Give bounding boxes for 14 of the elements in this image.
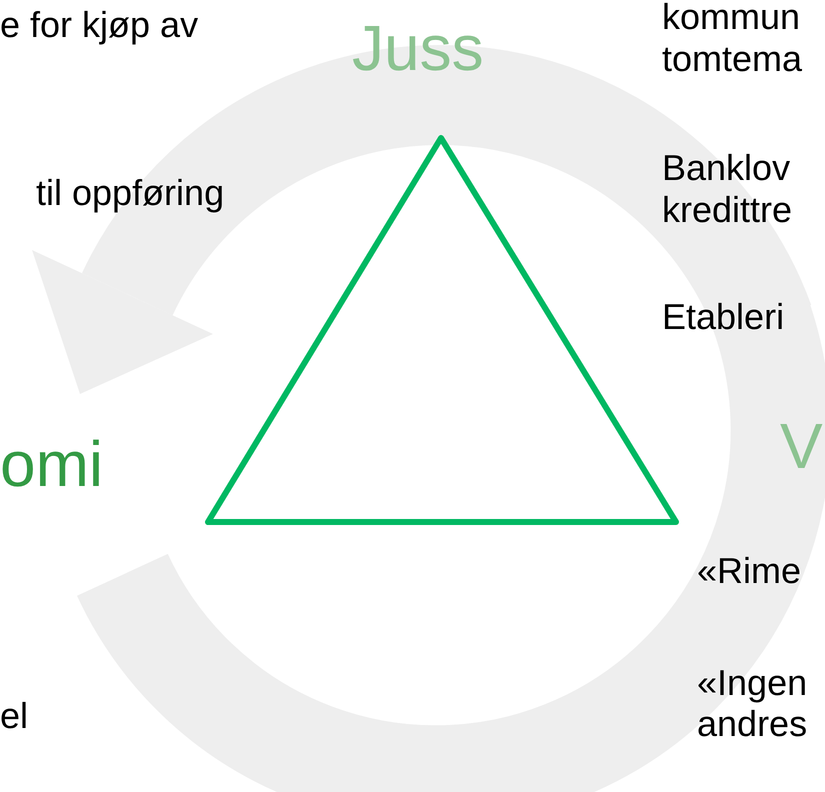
heading: Juss [352, 12, 484, 86]
body-text: Etableri [662, 296, 784, 338]
body-text: til oppføring [36, 172, 224, 214]
body-text: Banklov [662, 147, 790, 188]
heading: omi [0, 428, 104, 502]
body-text: kommun [662, 0, 800, 38]
body-text: andres [697, 703, 808, 744]
body-text: kredittre [662, 189, 792, 230]
body-text: tomtema [662, 38, 802, 80]
heading: V [780, 410, 823, 484]
body-text: «Rime [697, 550, 802, 592]
body-text: e for kjøp av [0, 4, 198, 46]
body-text: el [0, 695, 28, 736]
body-text: «Ingen [697, 662, 808, 704]
